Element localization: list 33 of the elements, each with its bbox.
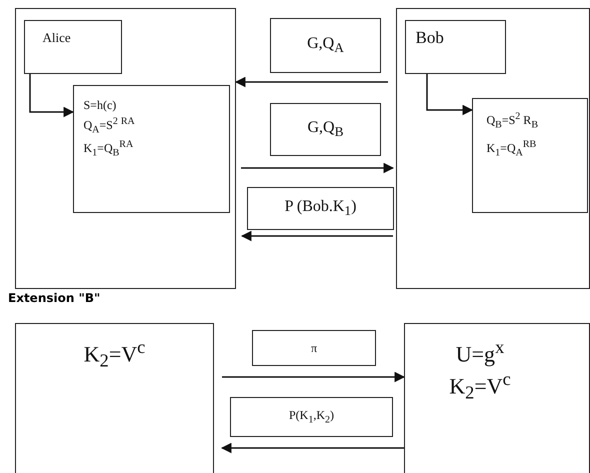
text-box bbox=[24, 20, 122, 74]
text-box bbox=[247, 187, 394, 230]
formula-text: G,Q$_{B}$ bbox=[308, 118, 344, 141]
formula-text: U=g$^{x}$ bbox=[454, 336, 506, 368]
text-box bbox=[15, 323, 214, 473]
formula-text: Alice bbox=[42, 30, 72, 46]
text-box bbox=[404, 323, 590, 473]
formula-text: G,Q$_{A}$ bbox=[307, 34, 344, 57]
text-box bbox=[72, 84, 230, 212]
formula-text: K$_{2}$=V$^{c}$ bbox=[82, 336, 146, 373]
container-box bbox=[15, 8, 236, 289]
formula-text: Bob bbox=[416, 26, 445, 48]
formula-text: K$_{2}$=V$^{c}$ bbox=[448, 368, 512, 404]
section-heading: Extension "B" bbox=[8, 291, 100, 305]
text-box bbox=[270, 103, 381, 156]
arrow bbox=[220, 442, 404, 454]
arrow bbox=[222, 372, 406, 382]
text-box bbox=[472, 98, 588, 212]
arrow bbox=[426, 74, 474, 116]
arrow bbox=[234, 76, 388, 88]
formula-text: P (Bob.K$_{1}$) bbox=[284, 197, 356, 220]
formula-text: π bbox=[310, 340, 318, 356]
arrow bbox=[241, 162, 394, 174]
text-box bbox=[230, 397, 393, 437]
formula-text: P(K$_{1}$,K$_{2}$) bbox=[288, 408, 334, 426]
text-box bbox=[404, 20, 506, 74]
arrow bbox=[240, 230, 393, 242]
formula-text: Q$_{B}$=S$^{2}$ R$_{B}$ bbox=[486, 110, 539, 132]
text-box bbox=[252, 330, 376, 366]
arrow bbox=[29, 74, 74, 118]
text-box bbox=[270, 18, 381, 73]
formula-text: S=h(c) bbox=[84, 98, 118, 112]
container-box bbox=[396, 8, 590, 289]
